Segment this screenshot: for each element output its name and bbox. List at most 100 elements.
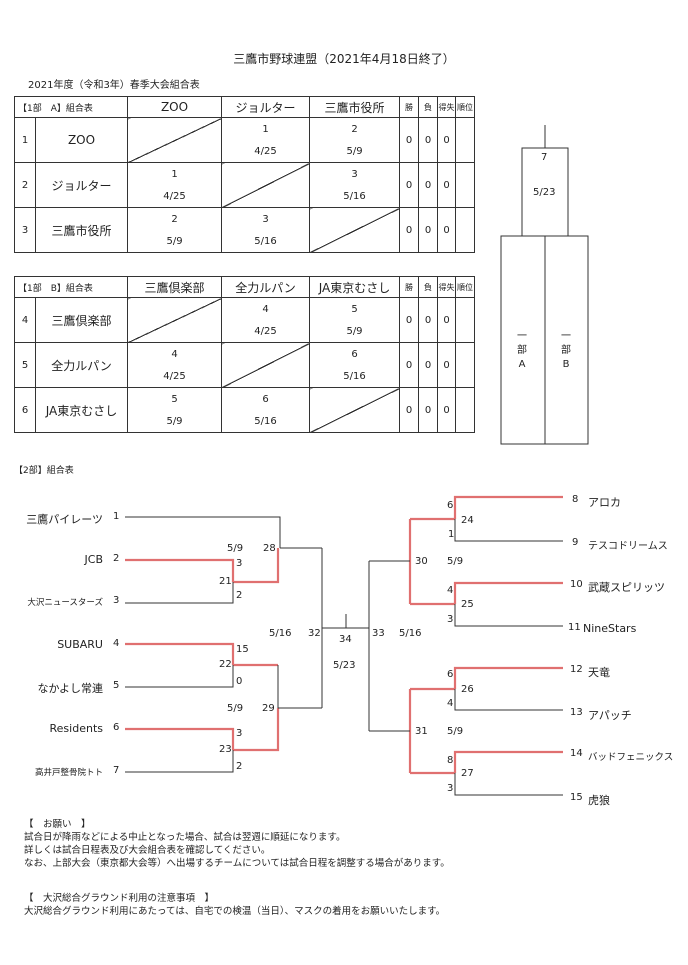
final1-game-number: 7: [541, 152, 548, 163]
column-header: 全力ルパン: [221, 276, 310, 298]
bracket-team-number: 12: [570, 664, 583, 675]
bracket-line: [454, 519, 563, 542]
self-match-cell: [221, 162, 311, 208]
final1-right-label: 一部B: [561, 331, 571, 370]
final-game-number: 34: [339, 634, 352, 645]
bracket-team-number: 5: [113, 680, 120, 691]
self-match-cell: [221, 342, 310, 388]
final1-date: 5/23: [533, 187, 556, 198]
score-label: 6: [447, 669, 454, 680]
winner-line: [125, 727, 235, 750]
score-label: 6: [447, 500, 454, 511]
match-number: 1: [262, 123, 269, 135]
bracket-team-name: テスコドリームス: [588, 541, 668, 552]
match-number: 2: [351, 123, 358, 135]
rank: [455, 207, 476, 253]
bracket-team-number: 7: [113, 765, 120, 776]
winner-line: [453, 666, 563, 689]
game-date: 5/9: [447, 726, 464, 737]
self-match-cell: [127, 297, 222, 343]
match-date: 5/9: [346, 145, 363, 157]
match-number: 5: [351, 303, 358, 315]
bracket-team-name: バッドフェニックス: [588, 752, 674, 763]
self-match-cell: [127, 117, 223, 163]
winner-line: [233, 708, 280, 752]
notes-request: 【 お願い 】 試合日が降雨などによる中止となった場合、試合は翌週に順延になりま…: [24, 818, 450, 870]
bracket-title: 【2部】組合表: [14, 466, 74, 476]
bracket-team-name: SUBARU: [57, 638, 103, 651]
match-date: 5/9: [166, 235, 183, 247]
match-number: 5: [171, 393, 178, 405]
column-header: ジョルター: [221, 96, 311, 118]
team-name: ジョルター: [34, 162, 129, 208]
game-number: 24: [461, 515, 474, 526]
group-label: 【1部 A】組合表: [13, 96, 129, 118]
bracket-team-name: 天竜: [588, 666, 610, 679]
score-label: 0: [236, 676, 243, 687]
match-date: 5/16: [343, 370, 366, 382]
score-label: 8: [447, 755, 454, 766]
match-date: 5/16: [254, 235, 277, 247]
match-number: 1: [171, 168, 178, 180]
bracket-team-name: NineStars: [583, 622, 637, 635]
bracket-line: [125, 516, 281, 548]
match-cell: 2 5/9: [309, 117, 401, 163]
game-number: 30: [415, 556, 428, 567]
match-date: 4/25: [254, 145, 277, 157]
bracket-team-number: 4: [113, 638, 120, 649]
game-number: 33: [372, 628, 385, 639]
score-label: 1: [448, 529, 455, 540]
bracket-team-name: なかよし常連: [37, 682, 103, 695]
match-number: 6: [351, 348, 358, 360]
bracket-team-name: JCB: [84, 553, 103, 566]
game-number: 32: [308, 628, 321, 639]
match-number: 4: [171, 348, 178, 360]
game-number: 23: [219, 744, 232, 755]
bracket-team-number: 6: [113, 722, 120, 733]
final1-left-label: 一部A: [517, 331, 527, 370]
bracket-line: [454, 604, 563, 627]
score-label: 2: [236, 761, 243, 772]
page-title: 三鷹市野球連盟（2021年4月18日終了）: [233, 52, 455, 66]
bracket-line: [454, 773, 563, 796]
bracket-team-number: 10: [570, 579, 583, 590]
notes-line: 大沢総合グラウンド利用にあたっては、自宅での検温（当日）、マスクの着用をお願いい…: [24, 906, 446, 917]
bracket-line: [454, 689, 563, 711]
match-date: 5/16: [254, 415, 277, 427]
score-label: 3: [236, 558, 243, 569]
division1-final-bracket: [500, 125, 589, 445]
score-label: 2: [236, 590, 243, 601]
game-number: 22: [219, 659, 232, 670]
winner-line: [233, 548, 280, 584]
notes-request-heading: 【 お願い 】: [24, 819, 91, 830]
final-game-date: 5/23: [333, 660, 356, 671]
winner-line: [453, 581, 563, 604]
bracket-line: [125, 582, 234, 604]
game-number: 31: [415, 726, 428, 737]
match-number: 3: [262, 213, 269, 225]
match-date: 5/16: [343, 190, 366, 202]
notes-line: なお、上部大会（東京都大会等）へ出場するチームについては試合日程を調整する場合が…: [24, 858, 450, 869]
bracket-team-number: 9: [572, 537, 579, 548]
bracket-team-name: 高井戸整骨院トト: [34, 768, 103, 778]
bracket-team-number: 11: [568, 622, 581, 633]
match-number: 4: [262, 303, 269, 315]
team-name: JA東京むさし: [35, 387, 128, 433]
bracket-team-name: 虎狼: [588, 794, 610, 807]
bracket-team-name: 大沢ニュースターズ: [27, 598, 103, 608]
bracket-team-name: 三鷹パイレーツ: [26, 513, 103, 526]
bracket-team-number: 3: [113, 595, 120, 606]
game-date: 5/16: [269, 628, 292, 639]
notes-ground: 【 大沢総合グラウンド利用の注意事項 】 大沢総合グラウンド利用にあたっては、自…: [24, 892, 445, 918]
bracket-team-number: 15: [570, 792, 583, 803]
bracket-team-name: 武蔵スピリッツ: [588, 581, 665, 594]
winner-line: [125, 558, 235, 582]
game-date: 5/9: [227, 543, 244, 554]
match-date: 5/9: [346, 325, 363, 337]
